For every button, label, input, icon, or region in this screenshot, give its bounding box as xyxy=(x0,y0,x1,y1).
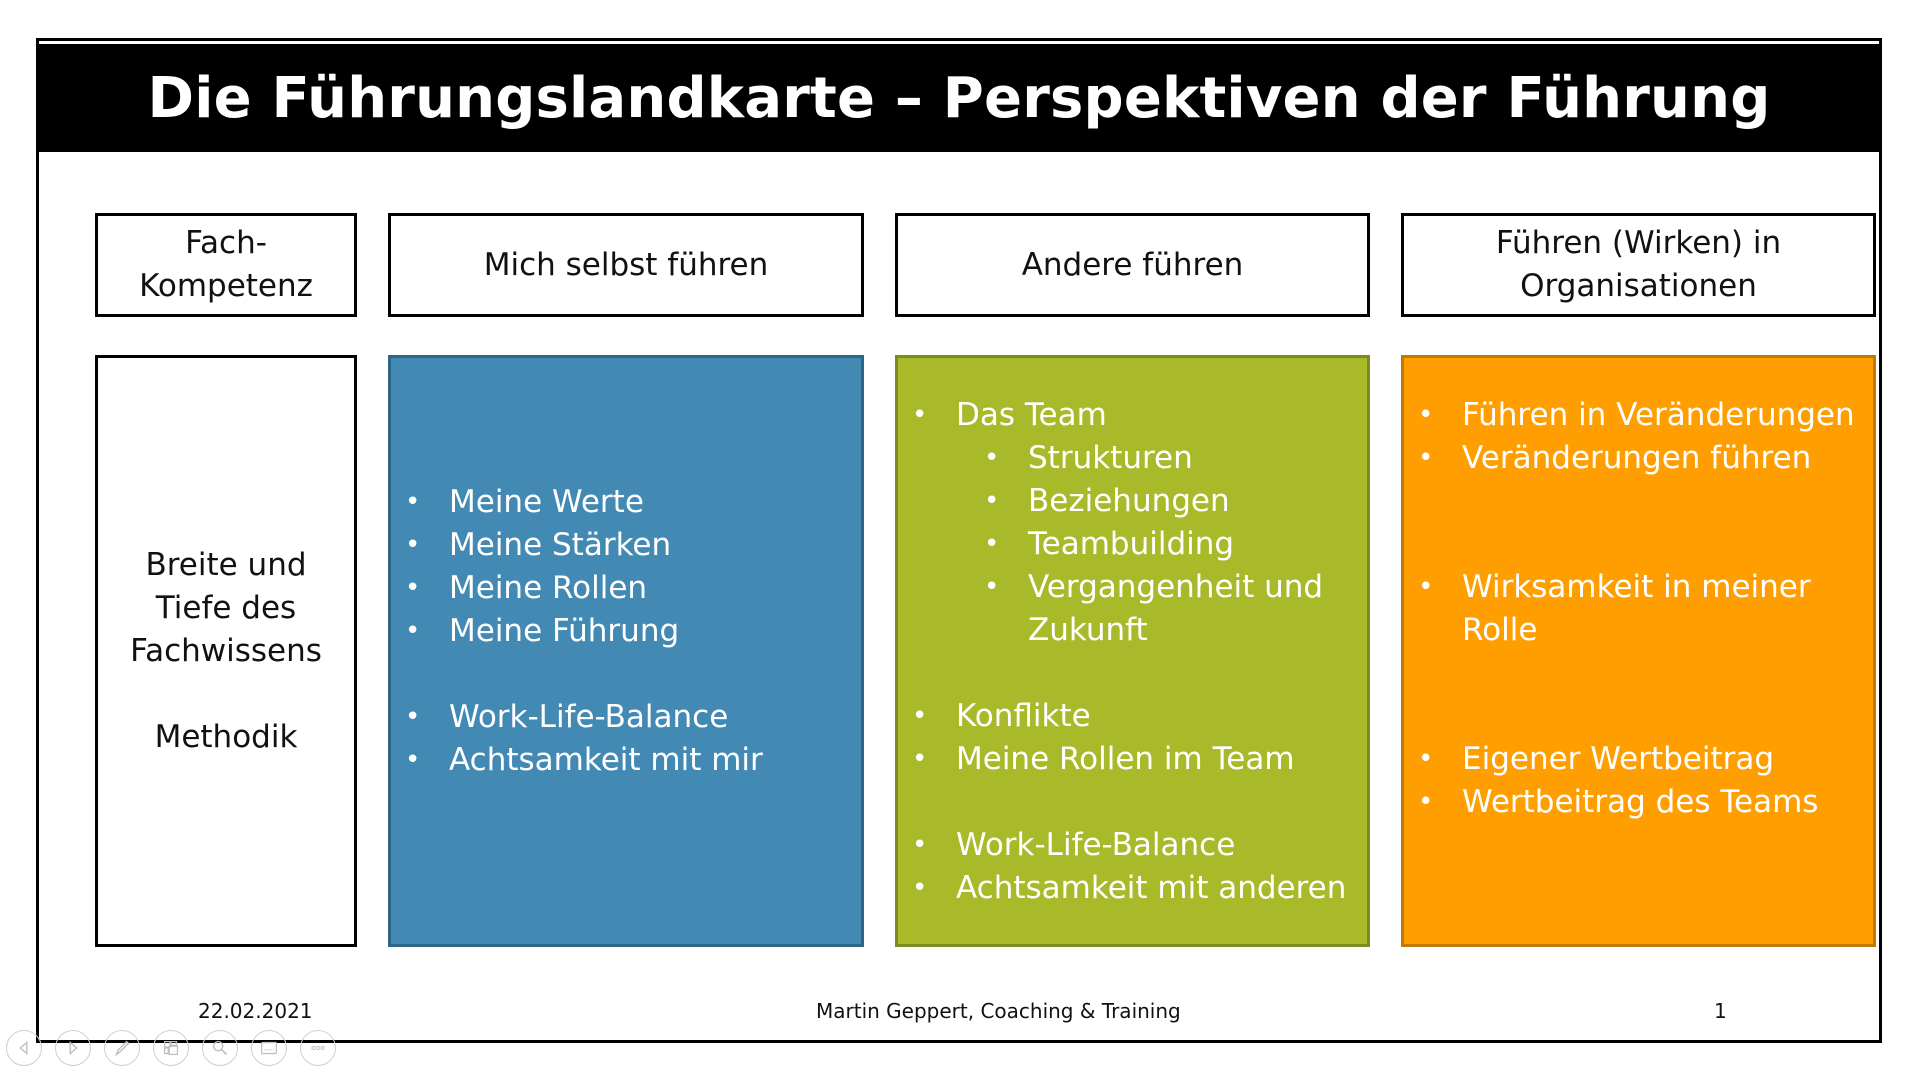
subtitles-icon xyxy=(261,1041,277,1055)
bullet-list: Das Team Strukturen Beziehungen Teambuil… xyxy=(898,394,1367,910)
list-item: Wirksamkeit in meiner Rolle xyxy=(1404,566,1873,652)
content-fuehren-in-organisationen: Führen in Veränderungen Veränderungen fü… xyxy=(1401,355,1876,947)
content-mich-selbst-fuehren: Meine Werte Meine Stärken Meine Rollen M… xyxy=(388,355,864,947)
header-fuehren-in-organisationen: Führen (Wirken) in Organisationen xyxy=(1401,213,1876,317)
content-fachkompetenz: Breite und Tiefe des Fachwissens Methodi… xyxy=(95,355,357,947)
next-slide-button[interactable] xyxy=(55,1030,91,1066)
list-item: Meine Führung xyxy=(391,610,861,653)
list-item: Wertbeitrag des Teams xyxy=(1404,781,1873,824)
list-item: Führen in Veränderungen xyxy=(1404,394,1873,437)
title-bar: Die Führungslandkarte – Perspektiven der… xyxy=(39,44,1879,152)
list-item: Meine Rollen im Team xyxy=(898,738,1367,781)
header-label: Andere führen xyxy=(1021,246,1244,283)
list-item: Achtsamkeit mit mir xyxy=(391,739,861,782)
list-item: Konflikte xyxy=(898,695,1367,738)
pen-icon xyxy=(114,1040,130,1057)
header-label: Mich selbst führen xyxy=(483,246,769,283)
slides-icon xyxy=(163,1040,179,1056)
more-options-button[interactable] xyxy=(300,1030,336,1066)
list-item: Work-Life-Balance xyxy=(898,824,1367,867)
list-subitem: Strukturen xyxy=(898,437,1367,480)
zoom-button[interactable] xyxy=(202,1030,238,1066)
list-item: Achtsamkeit mit anderen xyxy=(898,867,1367,910)
slide: Die Führungslandkarte – Perspektiven der… xyxy=(36,38,1882,1043)
header-andere-fuehren: Andere führen xyxy=(895,213,1370,317)
list-item: Eigener Wertbeitrag xyxy=(1404,738,1873,781)
list-item: Veränderungen führen xyxy=(1404,437,1873,480)
header-label: Führen (Wirken) in Organisationen xyxy=(1495,225,1782,304)
footer-page-number: 1 xyxy=(1714,999,1727,1023)
previous-icon xyxy=(19,1041,28,1055)
content-text: Breite und Tiefe des Fachwissens Methodi… xyxy=(130,546,322,755)
previous-slide-button[interactable] xyxy=(6,1030,42,1066)
more-icon xyxy=(311,1045,325,1051)
list-item: Meine Rollen xyxy=(391,567,861,610)
header-mich-selbst-fuehren: Mich selbst führen xyxy=(388,213,864,317)
list-item: Meine Stärken xyxy=(391,524,861,567)
list-subitem: Teambuilding xyxy=(898,523,1367,566)
presenter-toolbar xyxy=(6,1030,336,1066)
list-item: Das Team xyxy=(898,394,1367,437)
bullet-list: Meine Werte Meine Stärken Meine Rollen M… xyxy=(391,481,861,782)
list-subitem: Beziehungen xyxy=(898,480,1367,523)
header-fachkompetenz: Fach- Kompetenz xyxy=(95,213,357,317)
bullet-list: Führen in Veränderungen Veränderungen fü… xyxy=(1404,394,1873,824)
footer-author: Martin Geppert, Coaching & Training xyxy=(816,999,1181,1023)
content-andere-fuehren: Das Team Strukturen Beziehungen Teambuil… xyxy=(895,355,1370,947)
header-label: Fach- Kompetenz xyxy=(139,225,313,304)
zoom-icon xyxy=(212,1040,228,1056)
list-item: Work-Life-Balance xyxy=(391,696,861,739)
list-item: Meine Werte xyxy=(391,481,861,524)
list-subitem: Vergangenheit und Zukunft xyxy=(898,566,1367,652)
see-all-slides-button[interactable] xyxy=(153,1030,189,1066)
next-icon xyxy=(69,1041,78,1055)
footer-date: 22.02.2021 xyxy=(198,999,313,1023)
subtitles-button[interactable] xyxy=(251,1030,287,1066)
pen-button[interactable] xyxy=(104,1030,140,1066)
slide-title: Die Führungslandkarte – Perspektiven der… xyxy=(147,65,1771,131)
